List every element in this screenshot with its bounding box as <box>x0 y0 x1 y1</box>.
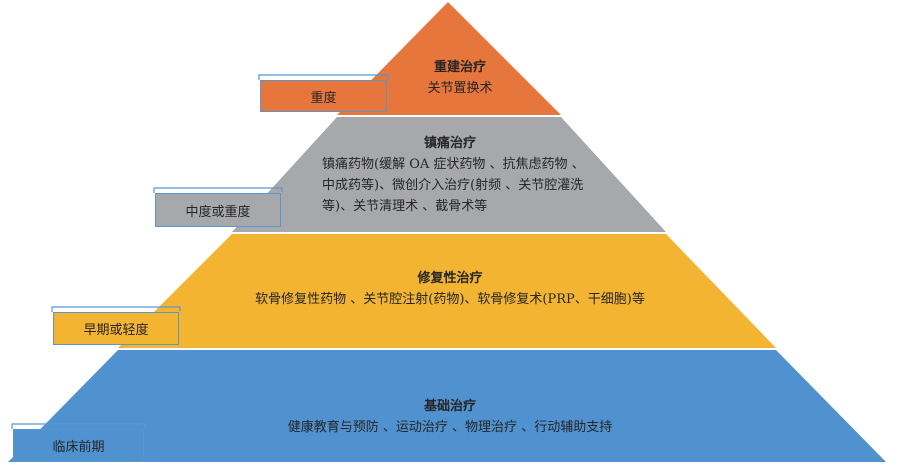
analgesic-tier-title-wrap: 镇痛治疗 <box>380 133 520 154</box>
repair-tier-title: 修复性治疗 <box>417 271 483 286</box>
analgesic-tier-title: 镇痛治疗 <box>423 136 476 151</box>
surgery-tier-title: 重建治疗 <box>433 60 486 75</box>
stage-label-preclinical: 临床前期 <box>13 429 144 462</box>
analgesic-tier-shape <box>232 117 666 232</box>
stage-label-severe-text: 重度 <box>310 90 337 106</box>
stage-label-moderate-severe-text: 中度或重度 <box>185 204 251 220</box>
stage-label-early-mild-text: 早期或轻度 <box>83 323 149 338</box>
analgesic-tier-desc: 镇痛药物(缓解 OA 症状药物 、抗焦虑药物 、 中成药等)、微创介入治疗(射频… <box>322 154 585 217</box>
analgesic-tier-desc-line2: 中成药等)、微创介入治疗(射频 、关节腔灌洗 <box>322 178 584 193</box>
mild-label-connector <box>51 306 181 312</box>
basic-tier-title: 基础治疗 <box>423 399 476 414</box>
analgesic-tier-desc-line3: 等)、关节清理术 、截骨术等 <box>322 199 488 214</box>
stage-label-preclinical-text: 临床前期 <box>52 440 105 455</box>
severe-label-connector <box>258 74 389 80</box>
stage-label-moderate-severe: 中度或重度 <box>155 193 281 227</box>
repair-tier-desc: 软骨修复性药物 、关节腔注射(药物)、软骨修复术(PRP、干细胞)等 <box>255 292 645 307</box>
repair-tier-text: 修复性治疗 软骨修复性药物 、关节腔注射(药物)、软骨修复术(PRP、干细胞)等 <box>230 268 670 310</box>
basic-tier-text: 基础治疗 健康教育与预防 、运动治疗 、物理治疗 、行动辅助支持 <box>230 396 670 438</box>
surgery-tier-desc: 关节置换术 <box>427 81 493 96</box>
basic-tier-shape <box>8 350 886 462</box>
preclinical-label-connector <box>11 423 146 429</box>
basic-tier-desc: 健康教育与预防 、运动治疗 、物理治疗 、行动辅助支持 <box>287 420 613 435</box>
stage-label-severe: 重度 <box>260 80 387 112</box>
moderate-label-connector <box>153 187 283 193</box>
stage-label-early-mild: 早期或轻度 <box>53 312 179 345</box>
surgery-tier-shape <box>337 2 561 115</box>
analgesic-tier-desc-line1: 镇痛药物(缓解 OA 症状药物 、抗焦虑药物 、 <box>322 157 585 172</box>
repair-tier-shape <box>118 234 776 348</box>
surgery-tier-text: 重建治疗 关节置换术 <box>400 57 520 99</box>
